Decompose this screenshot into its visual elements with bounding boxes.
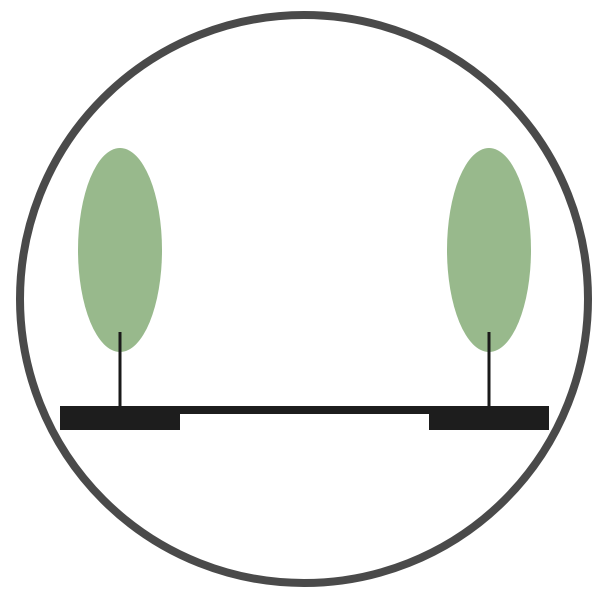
tree-left-canopy [78,148,162,352]
roadway [180,406,429,414]
sidewalk-right [429,406,549,430]
tree-right-canopy [447,148,531,352]
sidewalk-left [60,406,180,430]
